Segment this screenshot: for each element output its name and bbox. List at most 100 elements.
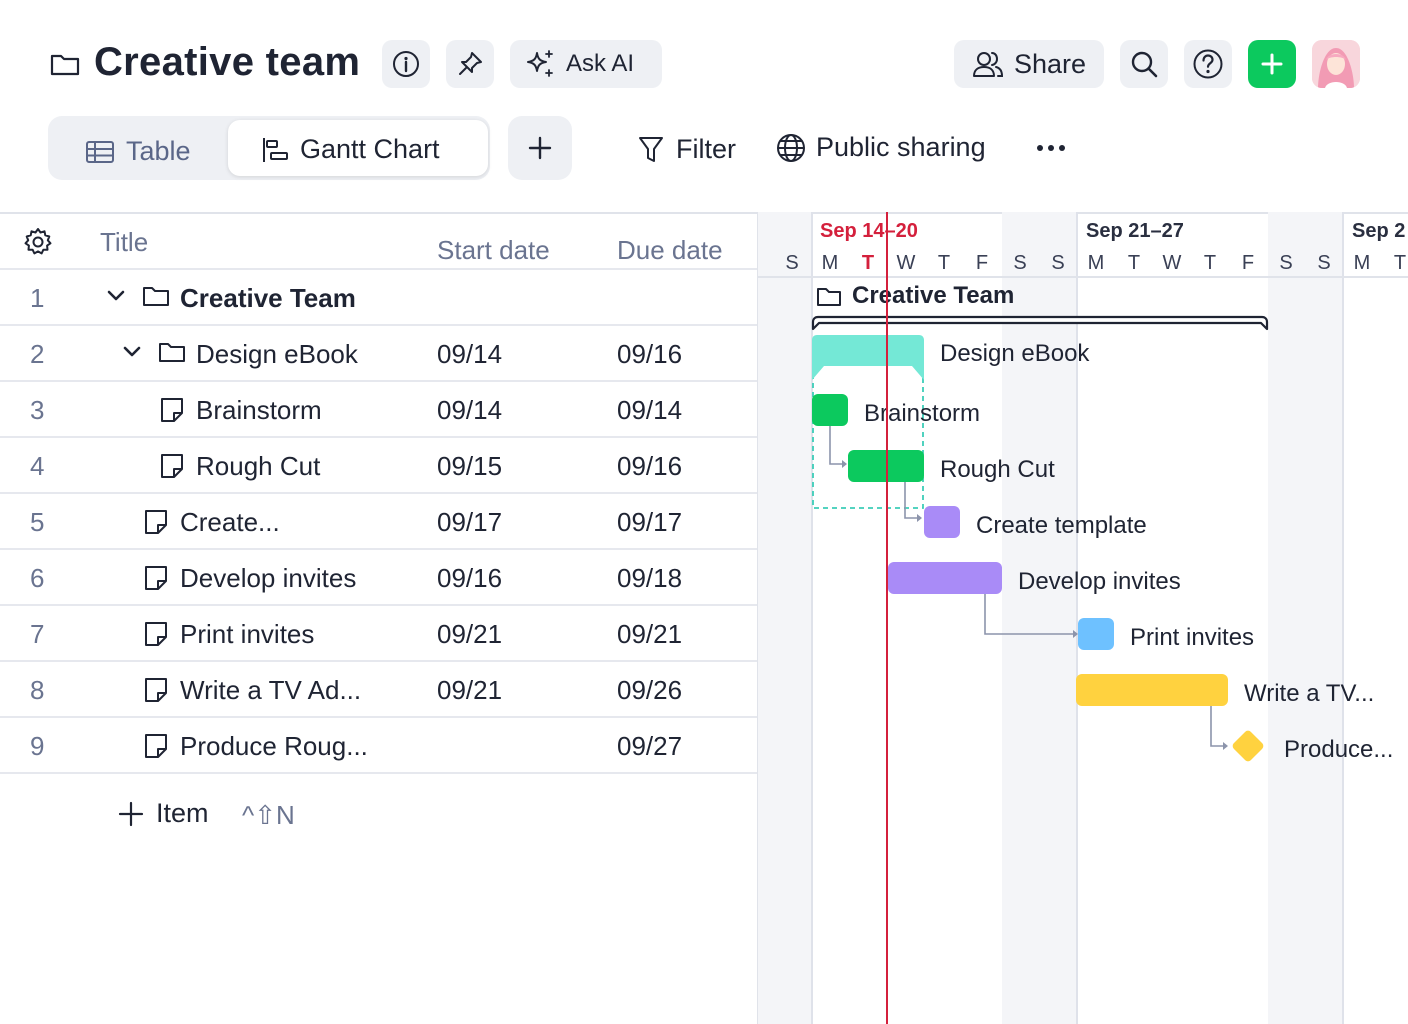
add-button[interactable]: [1248, 40, 1296, 88]
row-number: 6: [30, 563, 45, 593]
row-start-date[interactable]: 09/14: [437, 339, 503, 369]
ask-ai-label: Ask AI: [566, 50, 635, 77]
add-view-button[interactable]: [508, 116, 572, 180]
folder-icon: [50, 52, 80, 81]
row-title[interactable]: Print invites: [180, 619, 315, 649]
row-due-date[interactable]: 09/21: [617, 619, 683, 649]
day-label: S: [1013, 252, 1027, 274]
pin-icon: [459, 52, 482, 75]
plus-icon: [118, 801, 144, 826]
tab-table[interactable]: Table: [86, 136, 191, 167]
gantt-group-label[interactable]: Creative Team: [852, 282, 1015, 309]
day-label: S: [1279, 252, 1293, 274]
globe-icon: [777, 133, 805, 162]
row-title[interactable]: Write a TV Ad...: [180, 675, 362, 705]
row-title[interactable]: Brainstorm: [196, 395, 322, 425]
row-start-date[interactable]: 09/21: [437, 675, 503, 705]
gantt-bar-label: Print invites: [1130, 624, 1255, 651]
row-number: 3: [30, 395, 45, 425]
day-label: F: [975, 252, 989, 274]
column-header-start-date[interactable]: Start date: [437, 235, 550, 265]
column-header-due-date[interactable]: Due date: [617, 235, 723, 265]
row-title[interactable]: Create...: [180, 507, 280, 537]
gantt-bar-print-invites[interactable]: [1078, 618, 1114, 650]
row-number: 4: [30, 451, 45, 481]
divider: [0, 268, 758, 270]
row-due-date[interactable]: 09/26: [617, 675, 683, 705]
week-divider: [811, 212, 813, 1024]
users-icon: [973, 52, 1004, 77]
pin-button[interactable]: [446, 40, 494, 88]
row-due-date[interactable]: 09/17: [617, 507, 683, 537]
row-due-date[interactable]: 09/16: [617, 339, 683, 369]
add-item-button[interactable]: Item: [118, 798, 209, 829]
search-button[interactable]: [1120, 40, 1168, 88]
week-label: Sep 2: [1352, 220, 1406, 242]
folder-icon: [143, 287, 169, 306]
row-title[interactable]: Design eBook: [196, 339, 358, 369]
gantt-bar-label: Brainstorm: [864, 400, 981, 427]
row-title[interactable]: Produce Roug...: [180, 731, 368, 761]
info-button[interactable]: [382, 40, 430, 88]
gantt-chart: Sep 14–20 Sep 21–27 Sep 2 S M T W T F S …: [758, 212, 1408, 1024]
tab-gantt[interactable]: [228, 120, 488, 176]
row-title[interactable]: Develop invites: [180, 563, 357, 593]
task-icon: [145, 510, 167, 534]
avatar[interactable]: [1312, 40, 1360, 88]
ask-ai-button[interactable]: Ask AI: [510, 40, 662, 88]
day-label: S: [785, 252, 799, 274]
public-sharing-button[interactable]: Public sharing: [776, 132, 986, 163]
gantt-bar-create-template[interactable]: [924, 506, 960, 538]
column-header-title[interactable]: Title: [100, 227, 149, 257]
public-sharing-label: Public sharing: [816, 132, 986, 162]
row-number: 5: [30, 507, 45, 537]
filter-button[interactable]: Filter: [638, 134, 736, 165]
chevron-down-icon[interactable]: [122, 345, 142, 359]
day-label: W: [1162, 252, 1182, 274]
row-due-date[interactable]: 09/18: [617, 563, 683, 593]
filter-label: Filter: [676, 134, 736, 164]
plus-icon: [1261, 53, 1283, 75]
search-icon: [1131, 51, 1158, 78]
row-title[interactable]: Creative Team: [180, 283, 356, 313]
gantt-bar-develop-invites[interactable]: [888, 562, 1002, 594]
row-due-date[interactable]: 09/14: [617, 395, 683, 425]
row-number: 8: [30, 675, 45, 705]
weekend-shade: [1268, 212, 1344, 1024]
table-icon: [86, 140, 114, 163]
folder-icon: [159, 343, 185, 362]
row-start-date[interactable]: 09/17: [437, 507, 503, 537]
settings-button[interactable]: [22, 226, 54, 263]
divider: [0, 660, 758, 662]
share-button[interactable]: Share: [954, 40, 1104, 88]
divider: [0, 772, 758, 774]
gantt-bar-write-tv-ad[interactable]: [1076, 674, 1228, 706]
gantt-bar-label: Write a TV...: [1244, 680, 1375, 707]
today-marker: [886, 212, 888, 1024]
filter-icon: [639, 136, 663, 162]
more-button[interactable]: [1034, 138, 1068, 163]
gantt-bar-brainstorm[interactable]: [812, 394, 848, 426]
weekend-shade: [1002, 212, 1078, 1024]
chevron-down-icon[interactable]: [106, 289, 126, 303]
row-due-date[interactable]: 09/27: [617, 731, 683, 761]
gantt-bar-design-ebook[interactable]: [812, 334, 924, 380]
gantt-milestone-produce[interactable]: [1228, 726, 1268, 766]
gantt-bar-label: Design eBook: [940, 340, 1090, 367]
row-start-date[interactable]: 09/15: [437, 451, 503, 481]
row-start-date[interactable]: 09/14: [437, 395, 503, 425]
row-title[interactable]: Rough Cut: [196, 451, 321, 481]
row-start-date[interactable]: 09/21: [437, 619, 503, 649]
divider: [0, 380, 758, 382]
help-button[interactable]: [1184, 40, 1232, 88]
row-start-date[interactable]: 09/16: [437, 563, 503, 593]
plus-icon: [528, 136, 552, 160]
share-label: Share: [1014, 48, 1087, 79]
row-due-date[interactable]: 09/16: [617, 451, 683, 481]
week-divider: [1342, 212, 1344, 1024]
week-label: Sep 14–20: [820, 220, 918, 242]
tab-table-label: Table: [126, 136, 191, 166]
divider: [0, 436, 758, 438]
group-bracket[interactable]: [810, 314, 1270, 332]
divider: [0, 548, 758, 550]
